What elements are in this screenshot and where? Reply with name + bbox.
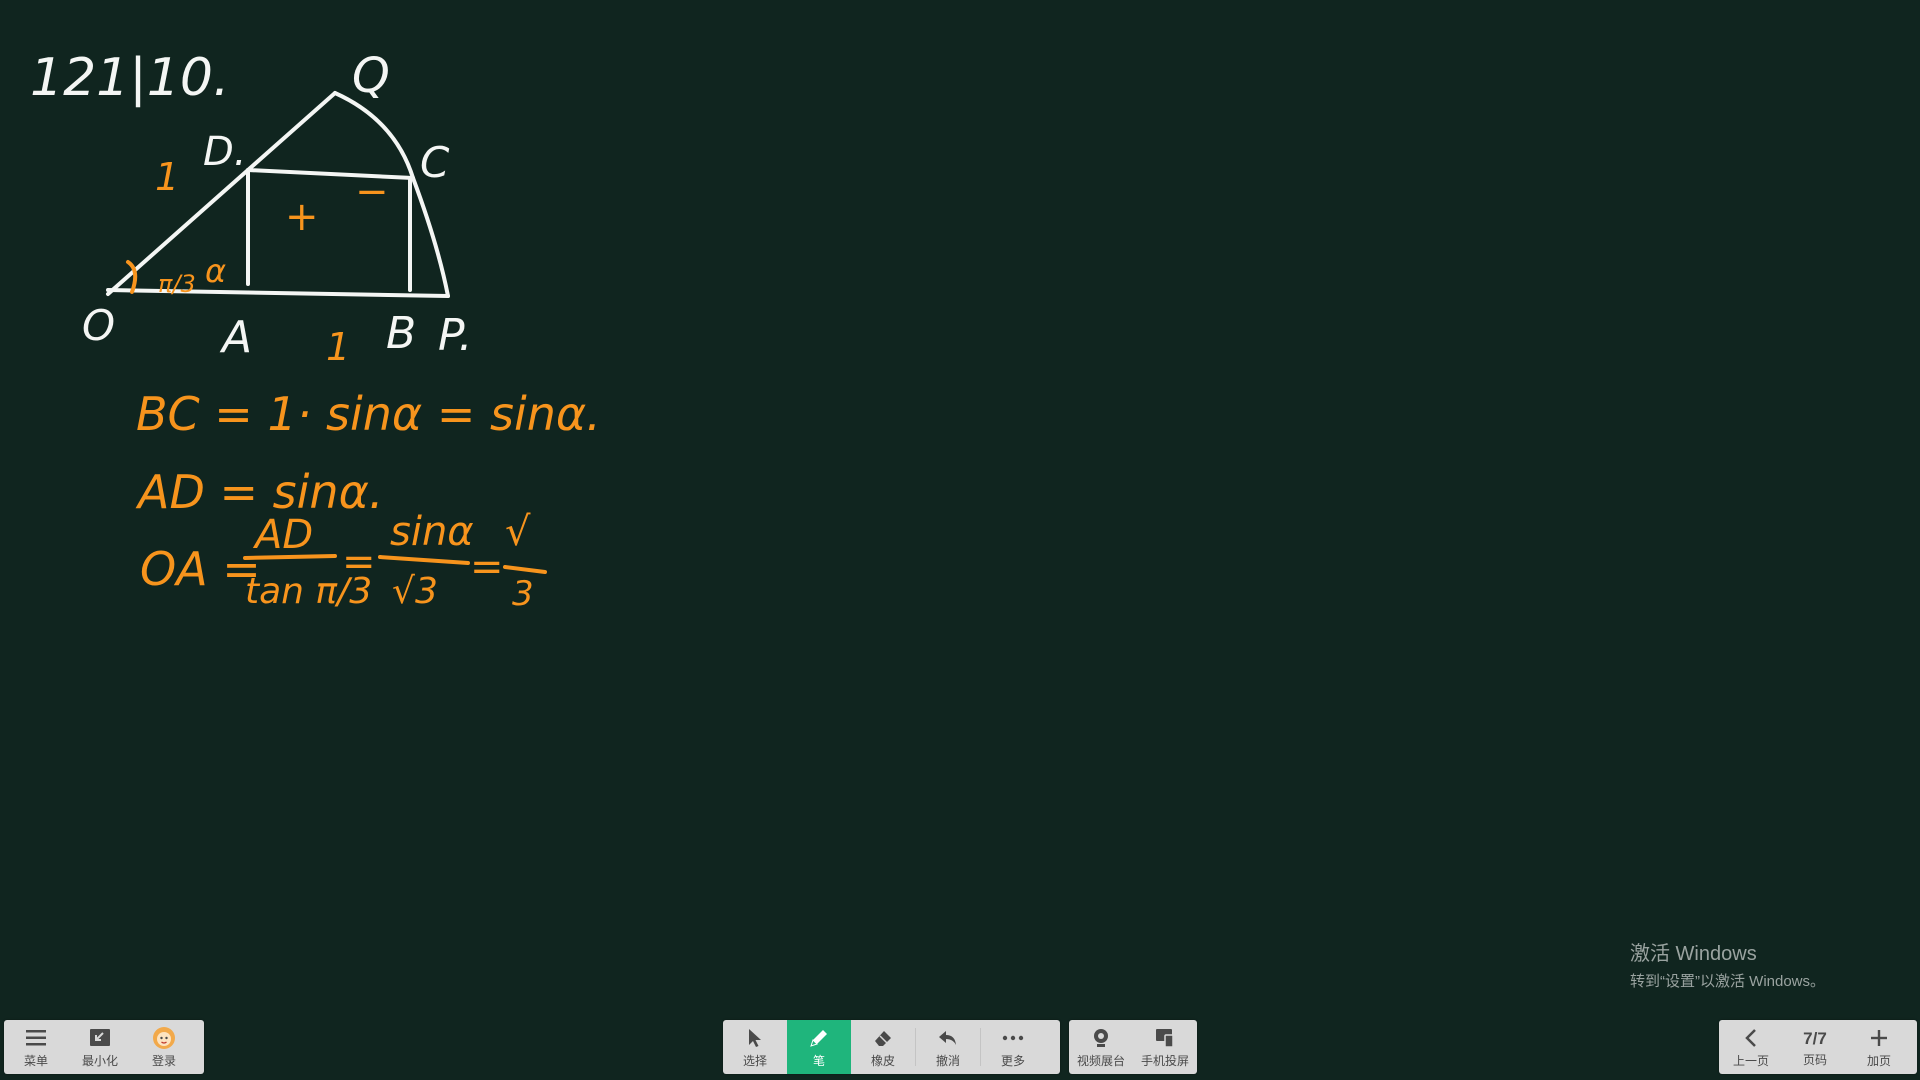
phone-cast-label: 手机投屏 bbox=[1140, 1053, 1189, 1068]
pen-tool-button[interactable]: 笔 bbox=[787, 1020, 851, 1074]
page-label: 页码 bbox=[1802, 1052, 1827, 1067]
equation-3-den2: √3 bbox=[392, 571, 438, 612]
cursor-icon bbox=[745, 1026, 765, 1050]
equation-3-num3: √ bbox=[505, 509, 531, 555]
label-p: P. bbox=[438, 310, 472, 361]
menu-button[interactable]: 菜单 bbox=[4, 1020, 68, 1074]
equation-3-eq2: = bbox=[470, 544, 504, 590]
angle-arc bbox=[126, 260, 138, 294]
login-button[interactable]: 登录 bbox=[132, 1020, 196, 1074]
toolbar-divider bbox=[980, 1028, 981, 1066]
phone-cast-icon bbox=[1154, 1026, 1176, 1050]
line-dc bbox=[246, 168, 415, 180]
equation-3-num2: sinα bbox=[390, 509, 474, 555]
equation-3-lhs: OA = bbox=[140, 542, 261, 596]
annotations-orange-ink: 1 1 π/3 α + − BC = 1· sinα = sinα. AD = … bbox=[126, 155, 601, 614]
left-toolbar: 菜单 最小化 登录 bbox=[4, 1020, 204, 1074]
label-o: O bbox=[82, 301, 115, 350]
equation-3-eq: = bbox=[342, 539, 376, 585]
label-q: Q bbox=[352, 48, 390, 104]
more-icon bbox=[1002, 1026, 1024, 1050]
eraser-icon bbox=[872, 1026, 894, 1050]
undo-icon bbox=[937, 1026, 959, 1050]
equation-3-den3: 3 bbox=[512, 574, 534, 614]
undo-label: 撤消 bbox=[935, 1053, 960, 1068]
heading-text: 121|10. bbox=[30, 48, 229, 108]
prev-page-label: 上一页 bbox=[1732, 1053, 1769, 1068]
mark-alpha: α bbox=[205, 252, 226, 290]
select-tool-label: 选择 bbox=[742, 1053, 767, 1068]
mark-side-od: 1 bbox=[155, 155, 179, 199]
chevron-left-icon bbox=[1744, 1026, 1758, 1050]
tools-toolbar: 选择 笔 橡皮 撤消 更多 bbox=[723, 1020, 1060, 1074]
eraser-tool-label: 橡皮 bbox=[870, 1053, 895, 1068]
add-page-label: 加页 bbox=[1866, 1053, 1891, 1068]
video-booth-button[interactable]: 视频展台 bbox=[1069, 1020, 1133, 1074]
login-label: 登录 bbox=[151, 1053, 176, 1068]
plus-icon bbox=[1869, 1026, 1889, 1050]
label-d: D. bbox=[203, 129, 247, 175]
equation-1: BC = 1· sinα = sinα. bbox=[136, 387, 601, 441]
eraser-tool-button[interactable]: 橡皮 bbox=[851, 1020, 915, 1074]
menu-label: 菜单 bbox=[23, 1053, 48, 1068]
minimize-label: 最小化 bbox=[81, 1053, 118, 1068]
mark-angle: π/3 bbox=[158, 270, 196, 298]
fraction-bar-3 bbox=[503, 565, 547, 574]
page-toolbar: 上一页 7/7 页码 加页 bbox=[1719, 1020, 1917, 1074]
avatar-icon bbox=[152, 1026, 176, 1050]
undo-button[interactable]: 撤消 bbox=[916, 1020, 980, 1074]
prev-page-button[interactable]: 上一页 bbox=[1719, 1020, 1783, 1074]
pen-tool-label: 笔 bbox=[812, 1053, 825, 1068]
phone-cast-button[interactable]: 手机投屏 bbox=[1133, 1020, 1197, 1074]
pen-icon bbox=[808, 1026, 830, 1050]
menu-icon bbox=[25, 1026, 47, 1050]
equation-2: AD = sinα. bbox=[135, 465, 384, 519]
mark-side-ab: 1 bbox=[326, 325, 350, 369]
fraction-bar-1 bbox=[243, 554, 337, 560]
video-booth-label: 视频展台 bbox=[1076, 1053, 1125, 1068]
mark-minus: − bbox=[355, 169, 389, 215]
label-a: A bbox=[219, 312, 252, 363]
label-c: C bbox=[420, 138, 450, 187]
more-button[interactable]: 更多 bbox=[981, 1020, 1045, 1074]
minimize-button[interactable]: 最小化 bbox=[68, 1020, 132, 1074]
add-page-button[interactable]: 加页 bbox=[1847, 1020, 1911, 1074]
camera-icon bbox=[1090, 1026, 1112, 1050]
equation-3-num1: AD bbox=[252, 512, 313, 558]
toolbar-divider bbox=[915, 1028, 916, 1066]
watermark-title: 激活 Windows bbox=[1630, 943, 1757, 965]
line-oq bbox=[106, 91, 337, 296]
windows-activation-watermark: 激活 Windows 转到“设置”以激活 Windows。 bbox=[1630, 937, 1825, 991]
label-b: B bbox=[386, 308, 416, 359]
page-indicator-button[interactable]: 7/7 页码 bbox=[1783, 1020, 1847, 1074]
equation-3-den1: tan π/3 bbox=[245, 571, 372, 612]
line-op bbox=[106, 288, 450, 298]
figure-white-ink: 121|10. Q D. C O A B P. bbox=[30, 48, 472, 363]
extras-toolbar: 视频展台 手机投屏 bbox=[1069, 1020, 1197, 1074]
fraction-bar-2 bbox=[378, 555, 470, 565]
minimize-icon bbox=[89, 1026, 111, 1050]
mark-plus: + bbox=[285, 194, 319, 240]
watermark-subtitle: 转到“设置”以激活 Windows。 bbox=[1630, 973, 1826, 990]
page-indicator: 7/7 bbox=[1803, 1028, 1827, 1048]
select-tool-button[interactable]: 选择 bbox=[723, 1020, 787, 1074]
arc-qp bbox=[333, 91, 450, 298]
more-label: 更多 bbox=[1000, 1053, 1025, 1068]
